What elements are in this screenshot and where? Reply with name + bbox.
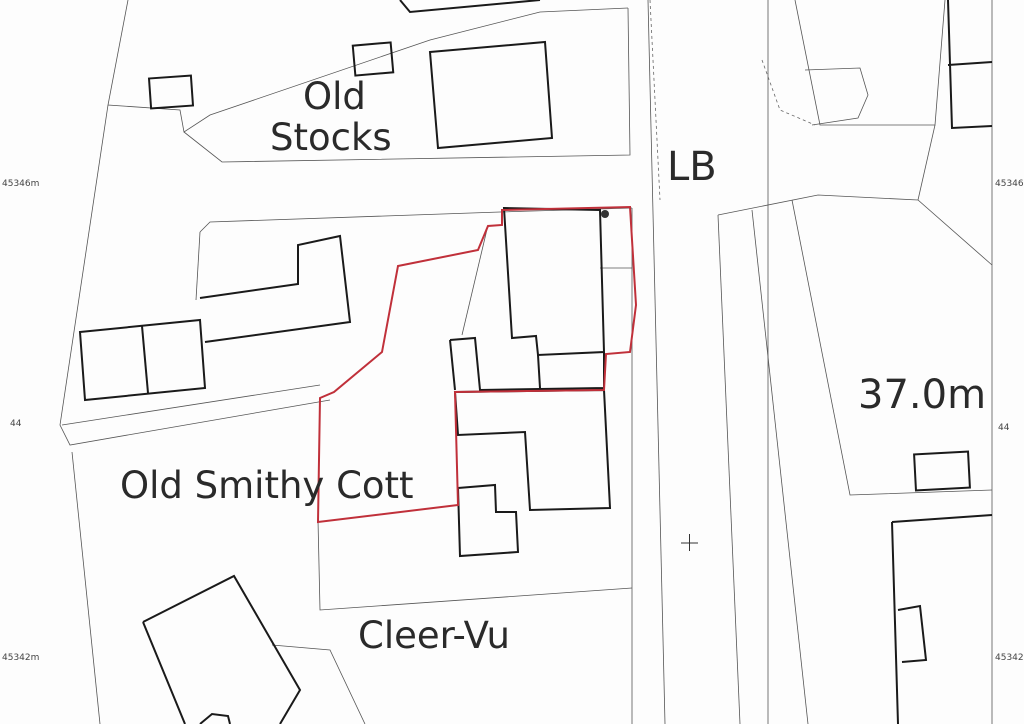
label-stocks: Stocks (270, 116, 392, 159)
grid-label-right-bottom: 45342m (995, 653, 1024, 663)
grid-label-left-top: 45346m (2, 179, 39, 189)
label-lb: LB (667, 144, 717, 190)
label-cleer-vu: Cleer-Vu (358, 614, 510, 657)
parcel-lines (59, 0, 993, 724)
label-spot-height: 37.0m (858, 372, 986, 418)
label-old-smithy-cott: Old Smithy Cott (120, 464, 414, 507)
crosshair-marker (681, 534, 698, 551)
site-boundary (316, 205, 638, 524)
grid-label-left-mid: 44 (10, 419, 22, 429)
grid-label-right-top: 45346m (995, 179, 1024, 189)
survey-point-marker (601, 210, 609, 218)
label-old: Old (303, 75, 366, 118)
buildings (78, 0, 993, 724)
grid-label-left-bottom: 45342m (2, 653, 39, 663)
grid-label-right-mid: 44 (998, 423, 1010, 433)
